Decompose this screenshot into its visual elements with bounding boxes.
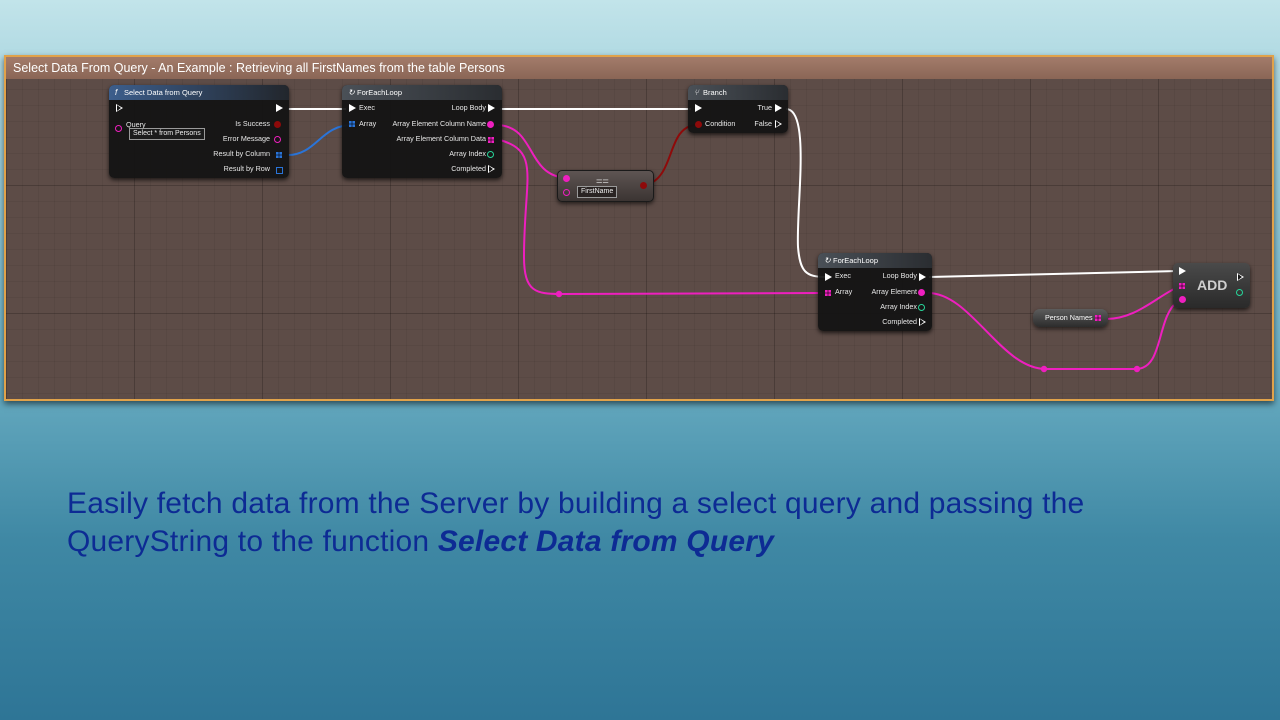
reroute-knot-3 xyxy=(1133,365,1141,373)
foreach1-header: ↻ForEachLoop xyxy=(342,85,502,100)
comment-title: Select Data From Query - An Example : Re… xyxy=(6,57,1272,79)
foreach2-element-label: Array Element xyxy=(871,287,917,296)
foreach1-array-index-label: Array Index xyxy=(449,149,486,158)
branch-false-pin[interactable] xyxy=(775,120,782,128)
branch-title: Branch xyxy=(703,88,727,97)
foreach1-title: ForEachLoop xyxy=(357,88,403,97)
select-query-header: f Select Data from Query xyxy=(109,85,289,100)
result-by-column-pin[interactable] xyxy=(276,152,282,158)
select-query-title: Select Data from Query xyxy=(124,88,203,97)
foreach1-element-name-label: Array Element Column Name xyxy=(392,119,486,128)
person-names-pin[interactable] xyxy=(1095,315,1101,321)
add-exec-out-pin[interactable] xyxy=(1237,273,1244,281)
branch-condition-pin[interactable] xyxy=(695,121,702,128)
is-success-label: Is Success xyxy=(235,119,270,128)
foreach2-completed-pin[interactable] xyxy=(919,318,926,326)
add-exec-in-pin[interactable] xyxy=(1179,267,1186,275)
result-by-column-label: Result by Column xyxy=(213,149,270,158)
branch-header: ⑂ Branch xyxy=(688,85,788,100)
foreach1-exec-label: Exec xyxy=(359,103,375,112)
foreach1-element-name-pin[interactable] xyxy=(487,121,494,128)
query-input[interactable]: Select * from Persons xyxy=(129,128,205,140)
result-by-row-label: Result by Row xyxy=(223,164,270,173)
foreach2-array-index-pin[interactable] xyxy=(918,304,925,311)
branch-condition-label: Condition xyxy=(705,119,736,128)
foreach2-loop-body-pin[interactable] xyxy=(919,273,926,281)
string-wire-personnames-to-add xyxy=(1105,286,1179,320)
equal-input-b-pin[interactable] xyxy=(563,189,570,196)
select-data-from-query-node[interactable]: f Select Data from Query Query Select * f… xyxy=(109,85,289,178)
query-label: Query xyxy=(126,120,146,129)
loop-icon: ↻ xyxy=(348,88,355,97)
equal-symbol: == xyxy=(596,176,609,188)
string-wire-element-to-add xyxy=(927,292,1179,370)
reroute-knot-1 xyxy=(555,290,563,298)
add-target-array-pin[interactable] xyxy=(1179,283,1185,289)
exec-wire-foreach2-to-add xyxy=(928,270,1179,278)
is-success-pin[interactable] xyxy=(274,121,281,128)
loop-icon-2: ↻ xyxy=(824,256,831,265)
query-pin[interactable] xyxy=(115,125,122,132)
foreach1-completed-pin[interactable] xyxy=(488,165,495,173)
error-message-label: Error Message xyxy=(222,134,270,143)
foreach2-array-pin[interactable] xyxy=(825,290,831,296)
foreach2-array-label: Array xyxy=(835,287,853,296)
foreach2-completed-label: Completed xyxy=(882,317,917,326)
foreach1-element-data-pin[interactable] xyxy=(488,137,494,143)
foreach2-exec-label: Exec xyxy=(835,271,851,280)
comment-box[interactable]: Select Data From Query - An Example : Re… xyxy=(4,55,1274,401)
result-by-row-pin[interactable] xyxy=(276,167,283,174)
bool-wire-equal-to-branch xyxy=(645,124,697,186)
caption-emphasis: Select Data from Query xyxy=(437,525,774,558)
reroute-knot-2 xyxy=(1040,365,1048,373)
equal-string-node[interactable]: == FirstName xyxy=(557,170,654,202)
foreach1-loop-body-pin[interactable] xyxy=(488,104,495,112)
string-wire-data-to-foreach2 xyxy=(499,139,823,296)
branch-node[interactable]: ⑂ Branch Condition True False xyxy=(688,85,788,133)
foreach1-loop-body-label: Loop Body xyxy=(451,103,486,112)
foreach1-exec-in-pin[interactable] xyxy=(349,104,356,112)
foreach1-array-index-pin[interactable] xyxy=(487,151,494,158)
branch-icon: ⑂ xyxy=(694,88,699,97)
foreach2-exec-in-pin[interactable] xyxy=(825,273,832,281)
function-icon: f xyxy=(115,88,118,97)
foreach2-loop-body-label: Loop Body xyxy=(882,271,917,280)
wire-layer xyxy=(287,108,1179,373)
caption-text: Easily fetch data from the Server by bui… xyxy=(67,487,1085,558)
string-wire-name-to-equal xyxy=(497,124,567,179)
branch-true-pin[interactable] xyxy=(775,104,782,112)
foreach-loop-node-2[interactable]: ↻ForEachLoop Exec Array Loop Body Array … xyxy=(818,253,932,331)
caption: Easily fetch data from the Server by bui… xyxy=(67,485,1187,561)
foreach1-element-data-label: Array Element Column Data xyxy=(396,134,486,143)
person-names-variable[interactable]: Person Names xyxy=(1033,309,1108,327)
person-names-label: Person Names xyxy=(1045,313,1093,322)
foreach1-array-label: Array xyxy=(359,119,377,128)
equal-input-a-pin[interactable] xyxy=(563,175,570,182)
equal-output-pin[interactable] xyxy=(640,182,647,189)
branch-true-label: True xyxy=(757,103,772,112)
branch-false-label: False xyxy=(754,119,772,128)
branch-exec-in-pin[interactable] xyxy=(695,104,702,112)
error-message-pin[interactable] xyxy=(274,136,281,143)
foreach2-element-pin[interactable] xyxy=(918,289,925,296)
firstname-input[interactable]: FirstName xyxy=(577,186,618,198)
add-new-item-pin[interactable] xyxy=(1179,296,1186,303)
add-label: ADD xyxy=(1197,277,1228,293)
foreach2-array-index-label: Array Index xyxy=(880,302,917,311)
exec-out-pin[interactable] xyxy=(276,104,283,112)
array-add-node[interactable]: ADD xyxy=(1173,263,1250,308)
exec-in-pin[interactable] xyxy=(116,104,123,112)
add-index-out-pin[interactable] xyxy=(1236,289,1243,296)
foreach2-header: ↻ForEachLoop xyxy=(818,253,932,268)
foreach1-array-pin[interactable] xyxy=(349,121,355,127)
exec-wire-true-to-foreach2 xyxy=(785,108,827,278)
foreach-loop-node-1[interactable]: ↻ForEachLoop Exec Array Loop Body Array … xyxy=(342,85,502,178)
foreach2-title: ForEachLoop xyxy=(833,256,879,265)
foreach1-completed-label: Completed xyxy=(451,164,486,173)
